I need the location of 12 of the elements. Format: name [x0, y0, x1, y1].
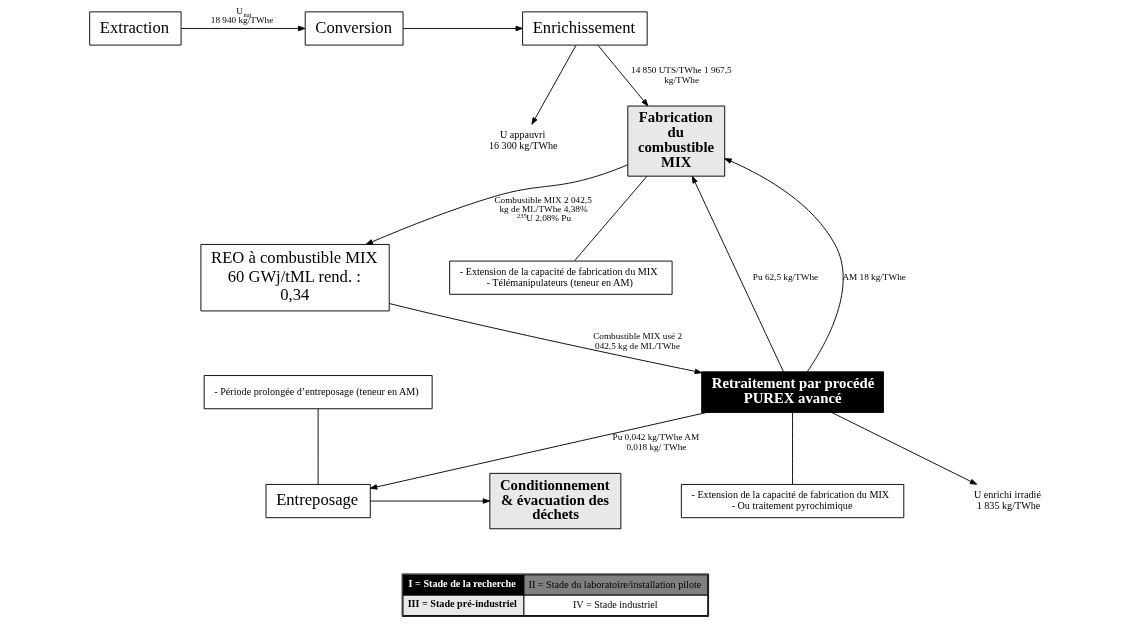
node-text: U enrichi irradié 1 835 kg/TWhe — [973, 489, 1041, 512]
edge-label: U$_{nat}$ 18 940 kg/TWhe — [210, 5, 273, 25]
legend-label: II = Stade du laboratoire/installation pilote — [528, 578, 701, 590]
edge-label: Pu 0,042 kg/TWhe AM 0,018 kg/ TWhe — [612, 432, 699, 453]
edge-label: Pu 62,5 kg/TWhe — [752, 272, 818, 282]
legend-label: III = Stade pré-industriel — [407, 598, 517, 610]
legend-label: IV = Stade industriel — [572, 598, 658, 610]
edge-label: Combustible MIX 2 042,5 kg de ML/TWhe 4,38% $^{235}$U 2,08% Pu — [493, 194, 592, 224]
edge-label: Combustible MIX usé 2 042,5 kg de ML/TWhe — [592, 330, 682, 351]
edge-label: 14 850 UTS/TWhe 1 967,5 kg/TWhe — [630, 64, 732, 85]
node-text: U appauvri 16 300 kg/TWhe — [488, 129, 558, 152]
legend-label: I = Stade de la recherche — [408, 577, 516, 589]
